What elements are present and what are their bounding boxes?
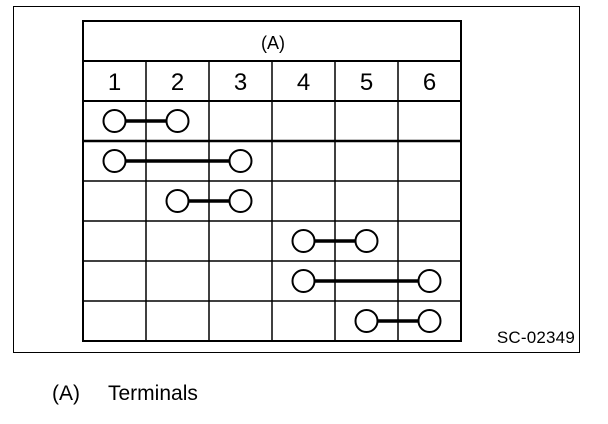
terminal-circle-icon [354, 309, 379, 333]
terminal-circle-icon [417, 269, 442, 293]
connection-row [165, 189, 253, 213]
terminal-circle-icon [291, 229, 316, 253]
terminal-circle-icon [228, 149, 253, 173]
terminal-number-3: 3 [234, 69, 247, 96]
terminal-circle-icon [102, 109, 127, 133]
terminal-circle-icon [228, 189, 253, 213]
terminal-number-1: 1 [108, 69, 121, 96]
legend-text: Terminals [108, 382, 198, 405]
connection-row [102, 109, 190, 133]
terminal-number-row: 1 2 3 4 5 6 [108, 69, 436, 96]
terminal-number-2: 2 [171, 69, 184, 96]
terminal-number-6: 6 [423, 69, 436, 96]
terminal-circle-icon [165, 109, 190, 133]
terminal-circle-icon [102, 149, 127, 173]
connection-table-grid [82, 20, 462, 342]
connection-row [354, 309, 442, 333]
connection-rows [102, 109, 442, 333]
terminal-number-5: 5 [360, 69, 373, 96]
terminal-number-4: 4 [297, 69, 310, 96]
terminal-circle-icon [417, 309, 442, 333]
legend-key: (A) [52, 382, 80, 405]
figure-code: SC-02349 [496, 328, 575, 347]
connection-row [291, 269, 442, 293]
terminal-circle-icon [291, 269, 316, 293]
terminal-circle-icon [354, 229, 379, 253]
table-header-label: (A) [261, 33, 285, 53]
figure-frame [13, 6, 580, 353]
connection-row [102, 149, 253, 173]
legend: (A) Terminals [52, 382, 198, 406]
connection-row [291, 229, 379, 253]
terminal-circle-icon [165, 189, 190, 213]
